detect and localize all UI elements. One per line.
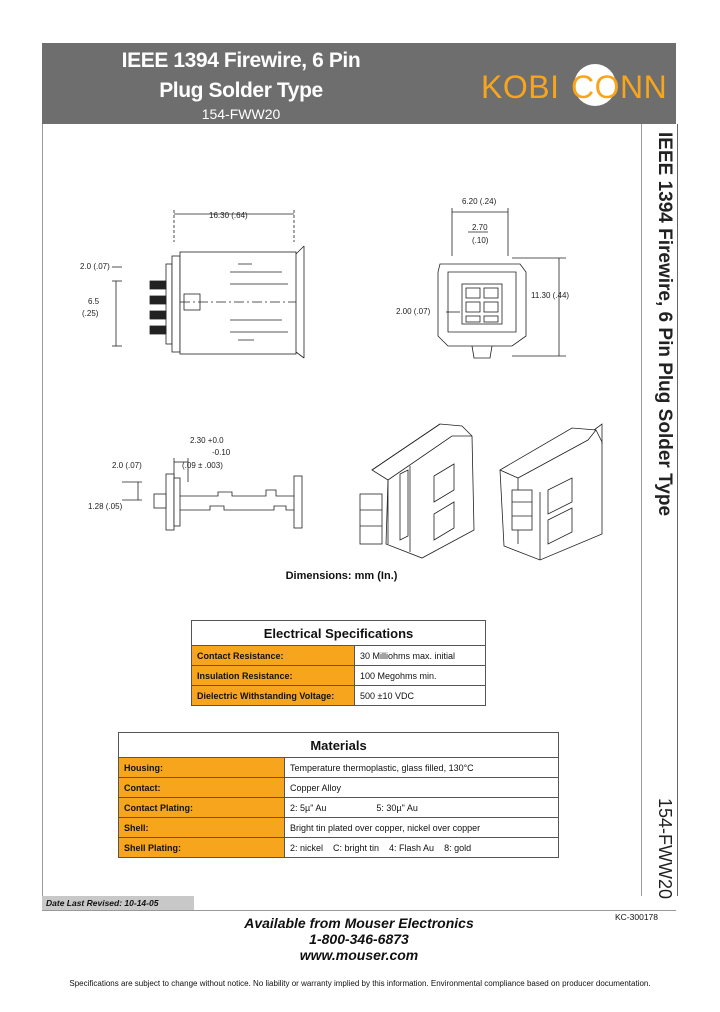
material-label: Shell: [118,817,285,838]
phone-number: 1-800-346-6873 [309,931,409,947]
header-bar [42,43,676,124]
frame-left-rule [42,124,43,896]
dim-label-11: 1.28 (.05) [88,502,123,511]
logo-ring [574,64,616,106]
dim-label-8: 2.30 +0.0 [190,436,224,445]
technical-drawing [112,208,603,561]
website-link[interactable]: www.mouser.com [299,947,419,963]
dim-label-5: 2.70 [472,223,488,232]
table-row: Housing: Temperature thermoplastic, glas… [118,757,559,778]
table-row: Shell Plating: 2: nickel C: bright tin 4… [118,837,559,858]
material-value: 2: nickel C: bright tin 4: Flash Au 8: g… [284,837,559,858]
date-last-revised: Date Last Revised: 10-14-05 [42,896,194,910]
dim-label-3: 6.5 [88,297,100,306]
material-label: Shell Plating: [118,837,285,858]
dim-label-7: 2.00 (.07) [396,307,431,316]
disclaimer: Specifications are subject to change wit… [69,979,651,988]
spec-label: Contact Resistance: [191,645,355,666]
dimensions-caption: Dimensions: mm (In.) [285,570,398,582]
material-value: Copper Alloy [284,777,559,798]
kc-number: KC-300178 [615,912,659,922]
table-row: Contact Resistance: 30 Milliohms max. in… [191,645,486,666]
dim-label-4: 6.20 (.24) [462,197,497,206]
footer-rule [42,910,676,911]
title-block: IEEE 1394 Firewire, 6 Pin Plug Solder Ty… [42,43,440,124]
sidebar-title: IEEE 1394 Firewire, 6 Pin Plug Solder Ty… [654,132,675,517]
dim-label-1: 16.30 (.64) [209,211,248,220]
kobiconn-logo: KOBI CONN [471,63,671,109]
dim-label-6: 11.30 (.44) [531,291,570,300]
title-line-2: Plug Solder Type [159,79,323,102]
materials-table: Materials Housing: Temperature thermopla… [118,732,559,858]
electrical-specs-table: Electrical Specifications Contact Resist… [191,620,486,706]
spec-label: Dielectric Withstanding Voltage: [191,685,355,706]
spec-value: 100 Megohms min. [354,665,486,686]
material-value: Temperature thermoplastic, glass filled,… [284,757,559,778]
table-row: Contact: Copper Alloy [118,777,559,798]
table-row: Contact Plating: 2: 5µ" Au 5: 30µ" Au [118,797,559,818]
dim-label-10: (.09 ± .003) [182,461,223,470]
sidebar [641,124,678,896]
front-view-drawing [437,208,566,359]
dim-label-3b: (.25) [82,309,99,318]
spec-label: Insulation Resistance: [191,665,355,686]
spec-value: 30 Milliohms max. initial [354,645,486,666]
part-number: 154-FWW20 [201,106,281,122]
material-value: 2: 5µ" Au 5: 30µ" Au [284,797,559,818]
isometric-view-1 [359,423,475,559]
sidebar-part-number: 154-FWW20 [655,798,675,900]
available-from: Available from Mouser Electronics [244,915,474,931]
logo-right: CONN [571,69,668,105]
spec-value: 500 ±10 VDC [354,685,486,706]
dim-label-9: 2.0 (.07) [112,461,142,470]
materials-heading: Materials [118,732,559,758]
material-label: Contact: [118,777,285,798]
table-row: Dielectric Withstanding Voltage: 500 ±10… [191,685,486,706]
material-label: Contact Plating: [118,797,285,818]
dim-label-5b: (.10) [472,236,489,245]
bottom-side-view-drawing [122,458,303,531]
side-view-drawing [112,210,305,359]
title-line-1: IEEE 1394 Firewire, 6 Pin [121,49,361,72]
material-value: Bright tin plated over copper, nickel ov… [284,817,559,838]
table-row: Insulation Resistance: 100 Megohms min. [191,665,486,686]
material-label: Housing: [118,757,285,778]
logo-left: KOBI [481,69,560,105]
table-row: Shell: Bright tin plated over copper, ni… [118,817,559,838]
isometric-view-2 [499,423,603,561]
dim-label-8b: -0.10 [212,448,231,457]
dim-label-2: 2.0 (.07) [80,262,110,271]
electrical-specs-heading: Electrical Specifications [191,620,486,646]
